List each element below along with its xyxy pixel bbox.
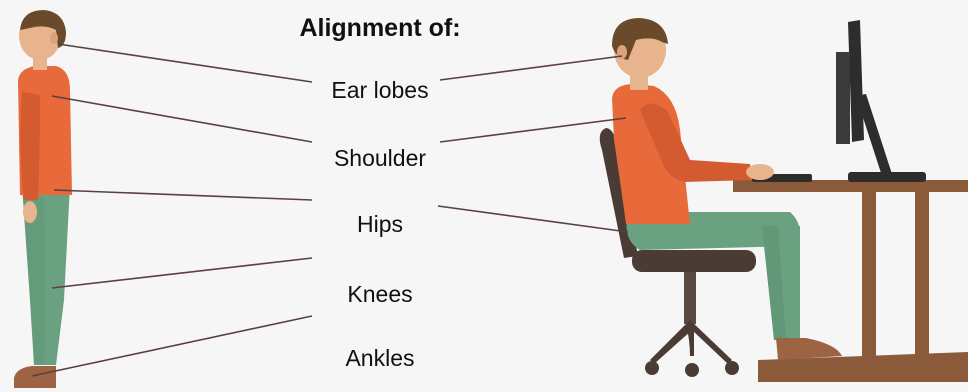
label-ankles: Ankles <box>280 344 480 372</box>
pointer-line-ankles-left <box>32 316 312 376</box>
diagram-title: Alignment of: <box>270 14 490 43</box>
pointer-line-knees-left <box>52 258 312 288</box>
label-shoulder: Shoulder <box>280 144 480 172</box>
pointer-line-shoulder-left <box>52 96 312 142</box>
computer-monitor-icon <box>752 20 926 182</box>
label-ear-lobes: Ear lobes <box>280 76 480 104</box>
label-knees: Knees <box>280 280 480 308</box>
label-hips: Hips <box>280 210 480 238</box>
standing-person-icon <box>14 10 72 388</box>
pointer-line-shoulder-right <box>440 118 626 142</box>
pointer-line-ear-left <box>58 44 312 82</box>
pointer-line-hips-left <box>54 190 312 200</box>
